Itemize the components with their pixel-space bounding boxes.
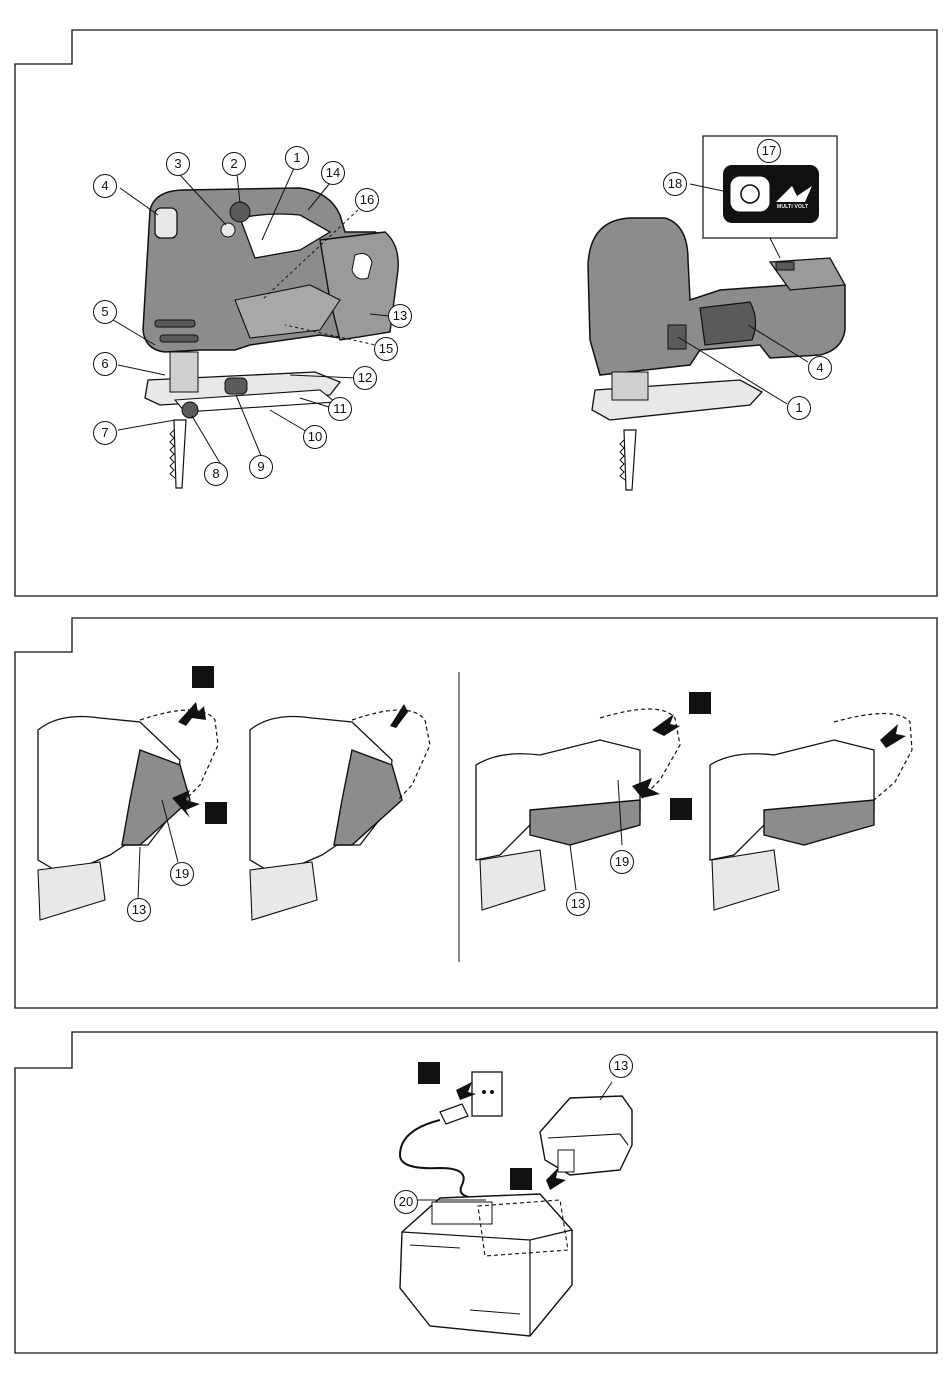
callout-20-fig3: 20 [394, 1190, 418, 1214]
step-marker-c [689, 692, 711, 714]
plug-icon [440, 1104, 468, 1124]
figure-1-panel: 1 2 3 4 5 6 7 8 9 10 11 12 13 14 15 16 M… [0, 0, 950, 600]
multi-volt-label: MULTI VOLT [777, 204, 808, 210]
figure-2-panel: 13 19 19 13 [0, 600, 950, 1020]
socket-icon [472, 1072, 502, 1116]
callout-13-fig3: 13 [609, 1054, 633, 1078]
figure-2-frame [0, 600, 950, 1020]
figure-3-frame [0, 1020, 950, 1384]
step-marker-a [192, 666, 214, 688]
callout-17: 17 [757, 139, 781, 163]
callout-19-fig2c: 19 [610, 850, 634, 874]
figure-3-panel: 13 20 [0, 1020, 950, 1384]
callout-13-fig2a: 13 [127, 898, 151, 922]
step-marker-insert [510, 1168, 532, 1190]
step-marker-d [670, 798, 692, 820]
callout-18: 18 [663, 172, 687, 196]
jigsaw-rear-view-illustration [0, 0, 950, 600]
step-marker-plug [418, 1062, 440, 1084]
callout-4-right: 4 [808, 356, 832, 380]
callout-1-right: 1 [787, 396, 811, 420]
callout-19-fig2a: 19 [170, 862, 194, 886]
callout-13-fig2c: 13 [566, 892, 590, 916]
step-marker-b [205, 802, 227, 824]
